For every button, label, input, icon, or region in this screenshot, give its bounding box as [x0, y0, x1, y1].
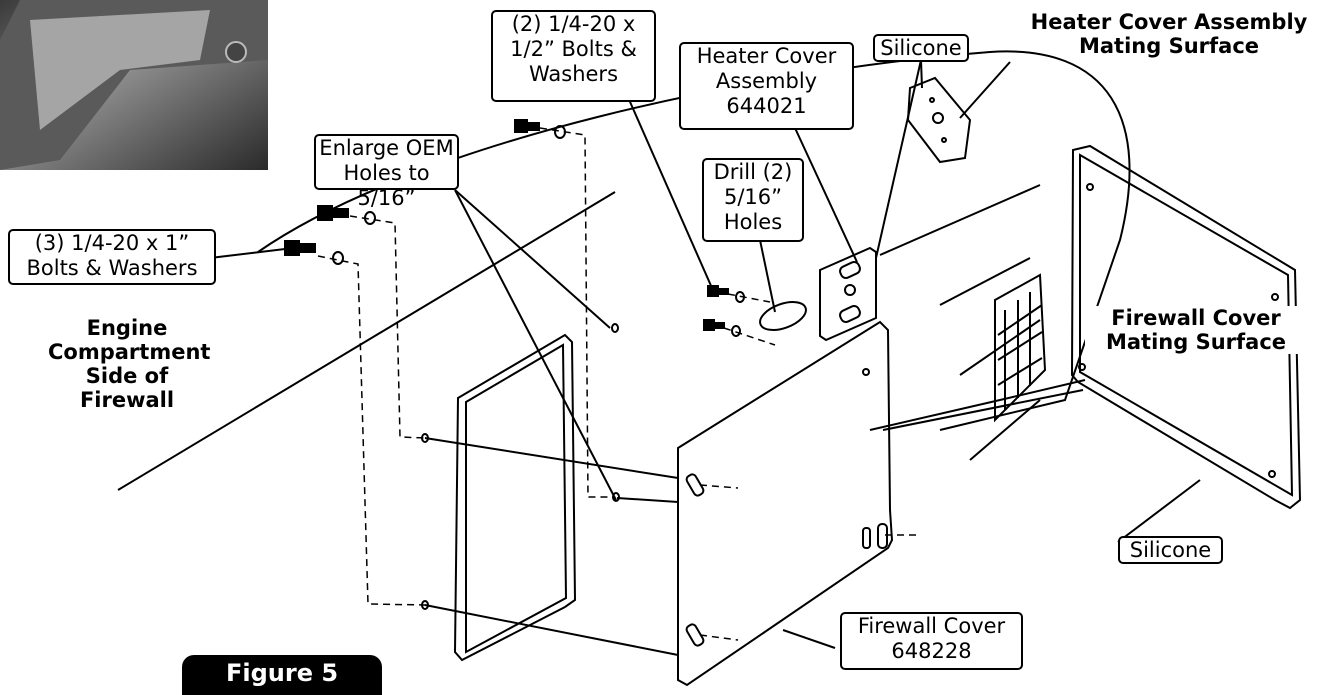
figure-label: Figure 5: [182, 655, 382, 695]
callout-enlarge-holes: Enlarge OEM Holes to 5/16”: [314, 134, 459, 210]
gasket-frame: [453, 333, 577, 662]
firewall-body-inner-line-2: [939, 257, 1031, 306]
plate-hole: [1086, 183, 1094, 191]
bolt-half-1: [514, 119, 540, 133]
plate-hole: [1271, 293, 1279, 301]
plate-hole: [1268, 470, 1276, 478]
drill-hole-oval: [759, 301, 807, 331]
heater-mating-gasket: [906, 76, 972, 164]
bolt-half-3: [703, 319, 725, 331]
callout-heater-cover-assembly: Heater Cover Assembly 644021: [679, 42, 854, 130]
callout-firewall-cover: Firewall Cover 648228: [840, 612, 1023, 670]
vent-grille: [994, 273, 1047, 423]
callout-silicone-top: Silicone: [873, 34, 969, 62]
firewall-cover-mating-plate: [1070, 144, 1302, 510]
reference-photo: [0, 0, 268, 170]
heater-cover-assembly: [819, 246, 877, 342]
callout-bolts-one-inch: (3) 1/4-20 x 1” Bolts & Washers: [8, 229, 216, 285]
firewall-body-inner-line-1: [879, 184, 1041, 256]
bolt-half-2: [707, 285, 729, 297]
firewall-body-inner-line-3: [959, 319, 1041, 376]
bolt-1in-1: [284, 240, 316, 256]
firewall-cover-plate: [677, 320, 894, 687]
heading-engine-compartment-side: Engine Compartment Side of Firewall: [48, 316, 211, 412]
callout-drill-holes: Drill (2) 5/16” Holes: [702, 158, 804, 242]
reference-line-long: [117, 191, 616, 491]
bolt-1in-2: [317, 205, 349, 221]
firewall-body-inner-line-4: [969, 399, 1041, 461]
heading-firewall-mating-surface: Firewall Cover Mating Surface: [1085, 306, 1307, 354]
plate-hole: [1078, 363, 1086, 371]
firewall-body-lower-edge: [869, 379, 1086, 431]
callout-bolts-half-inch: (2) 1/4-20 x 1/2” Bolts & Washers: [491, 10, 656, 102]
callout-silicone-bottom: Silicone: [1118, 536, 1223, 564]
heading-heater-mating-surface: Heater Cover Assembly Mating Surface: [1030, 10, 1308, 58]
